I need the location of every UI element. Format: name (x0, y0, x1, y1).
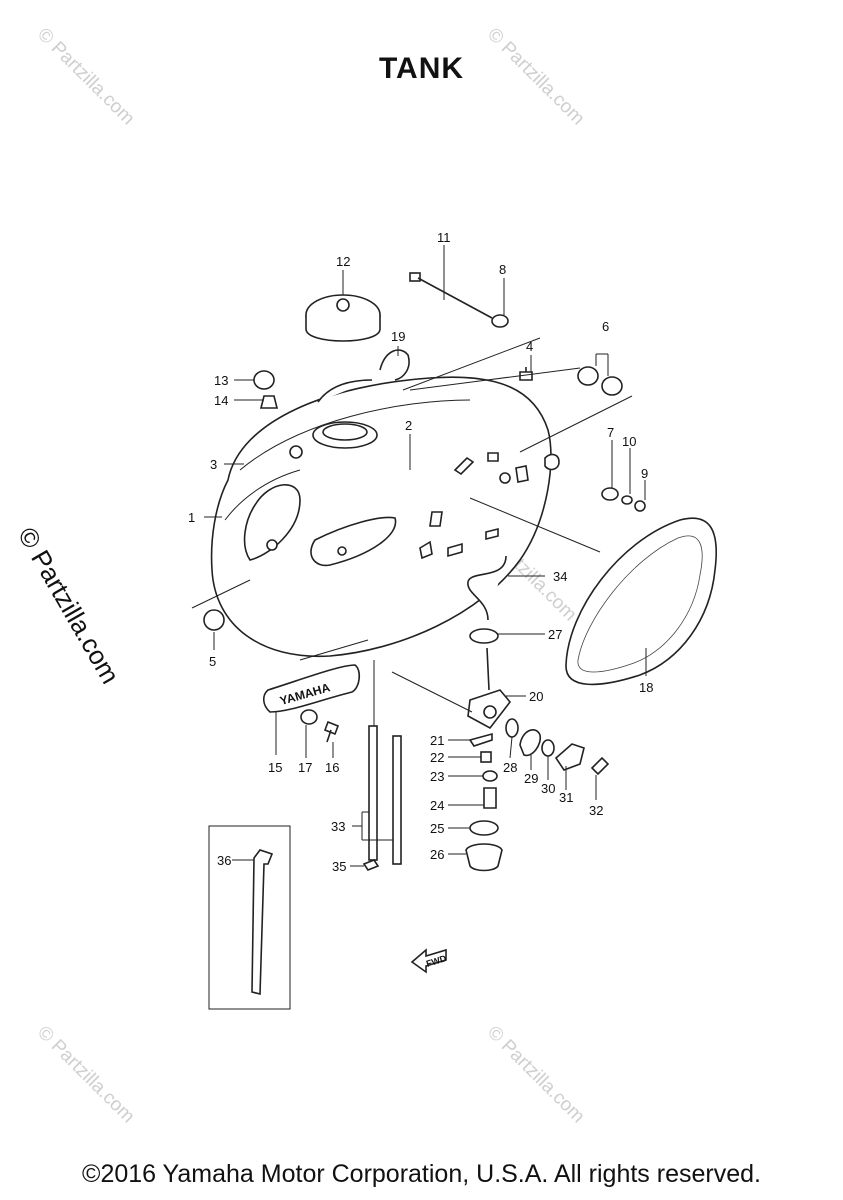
bolt (483, 787, 497, 809)
yamaha-emblem: YAMAHA (262, 664, 361, 713)
callout-1: 1 (188, 510, 195, 525)
callout-36: 36 (217, 853, 231, 868)
callout-14: 14 (214, 393, 228, 408)
cap-plug (253, 370, 275, 390)
callout-29: 29 (524, 771, 538, 786)
callout-3: 3 (210, 457, 217, 472)
bolt (519, 367, 533, 381)
callout-6: 6 (602, 319, 609, 334)
damper (203, 609, 225, 631)
callout-23: 23 (430, 769, 444, 784)
washer (601, 487, 619, 501)
screw (590, 756, 610, 776)
callout-13: 13 (214, 373, 228, 388)
holder-band (251, 849, 274, 996)
callout-35: 35 (332, 859, 346, 874)
clip (362, 859, 380, 871)
grommet (300, 709, 318, 725)
gasket (469, 628, 499, 644)
callout-26: 26 (430, 847, 444, 862)
callout-34: 34 (553, 569, 567, 584)
clip (468, 732, 493, 747)
leader-lines (191, 245, 647, 867)
bolt (409, 272, 509, 328)
damper (577, 366, 623, 396)
callout-11: 11 (437, 230, 451, 245)
callout-30: 30 (541, 781, 555, 796)
washer (621, 495, 633, 505)
inset-box (208, 825, 291, 1010)
callout-22: 22 (430, 750, 444, 765)
callout-15: 15 (268, 760, 282, 775)
fuel-cap (305, 294, 381, 342)
callout-17: 17 (298, 760, 312, 775)
fuel-cock (467, 647, 512, 730)
washer (482, 770, 498, 782)
lever (519, 729, 542, 757)
callout-21: 21 (430, 733, 444, 748)
callout-27: 27 (548, 627, 562, 642)
filter-cup (465, 843, 503, 872)
screw (480, 751, 492, 763)
callout-8: 8 (499, 262, 506, 277)
nut (634, 500, 646, 512)
callout-33: 33 (331, 819, 345, 834)
callout-18: 18 (639, 680, 653, 695)
copyright-notice: ©2016 Yamaha Motor Corporation, U.S.A. A… (82, 1160, 761, 1188)
fuel-pipe (392, 735, 402, 865)
callout-5: 5 (209, 654, 216, 669)
callout-24: 24 (430, 798, 444, 813)
callout-32: 32 (589, 803, 603, 818)
callout-2: 2 (405, 418, 412, 433)
grommet (259, 395, 279, 409)
callout-16: 16 (325, 760, 339, 775)
callout-9: 9 (641, 466, 648, 481)
callout-20: 20 (529, 689, 543, 704)
plate (554, 743, 585, 771)
knee-pad (565, 517, 717, 686)
callout-4: 4 (526, 339, 533, 354)
callout-7: 7 (607, 425, 614, 440)
callout-10: 10 (622, 434, 636, 449)
fuel-tank (210, 349, 560, 658)
fuel-pipe (467, 555, 507, 621)
spring (541, 739, 555, 757)
callout-12: 12 (336, 254, 350, 269)
callout-19: 19 (391, 329, 405, 344)
screw (323, 720, 340, 743)
gasket (505, 718, 519, 738)
callouts: 1 2 3 4 5 6 7 8 9 10 11 12 13 14 15 16 1… (188, 230, 653, 874)
forward-arrow: FWD (410, 948, 448, 974)
callout-31: 31 (559, 790, 573, 805)
o-ring (469, 820, 499, 836)
callout-28: 28 (503, 760, 517, 775)
callout-25: 25 (430, 821, 444, 836)
page-title: TANK (378, 52, 465, 85)
